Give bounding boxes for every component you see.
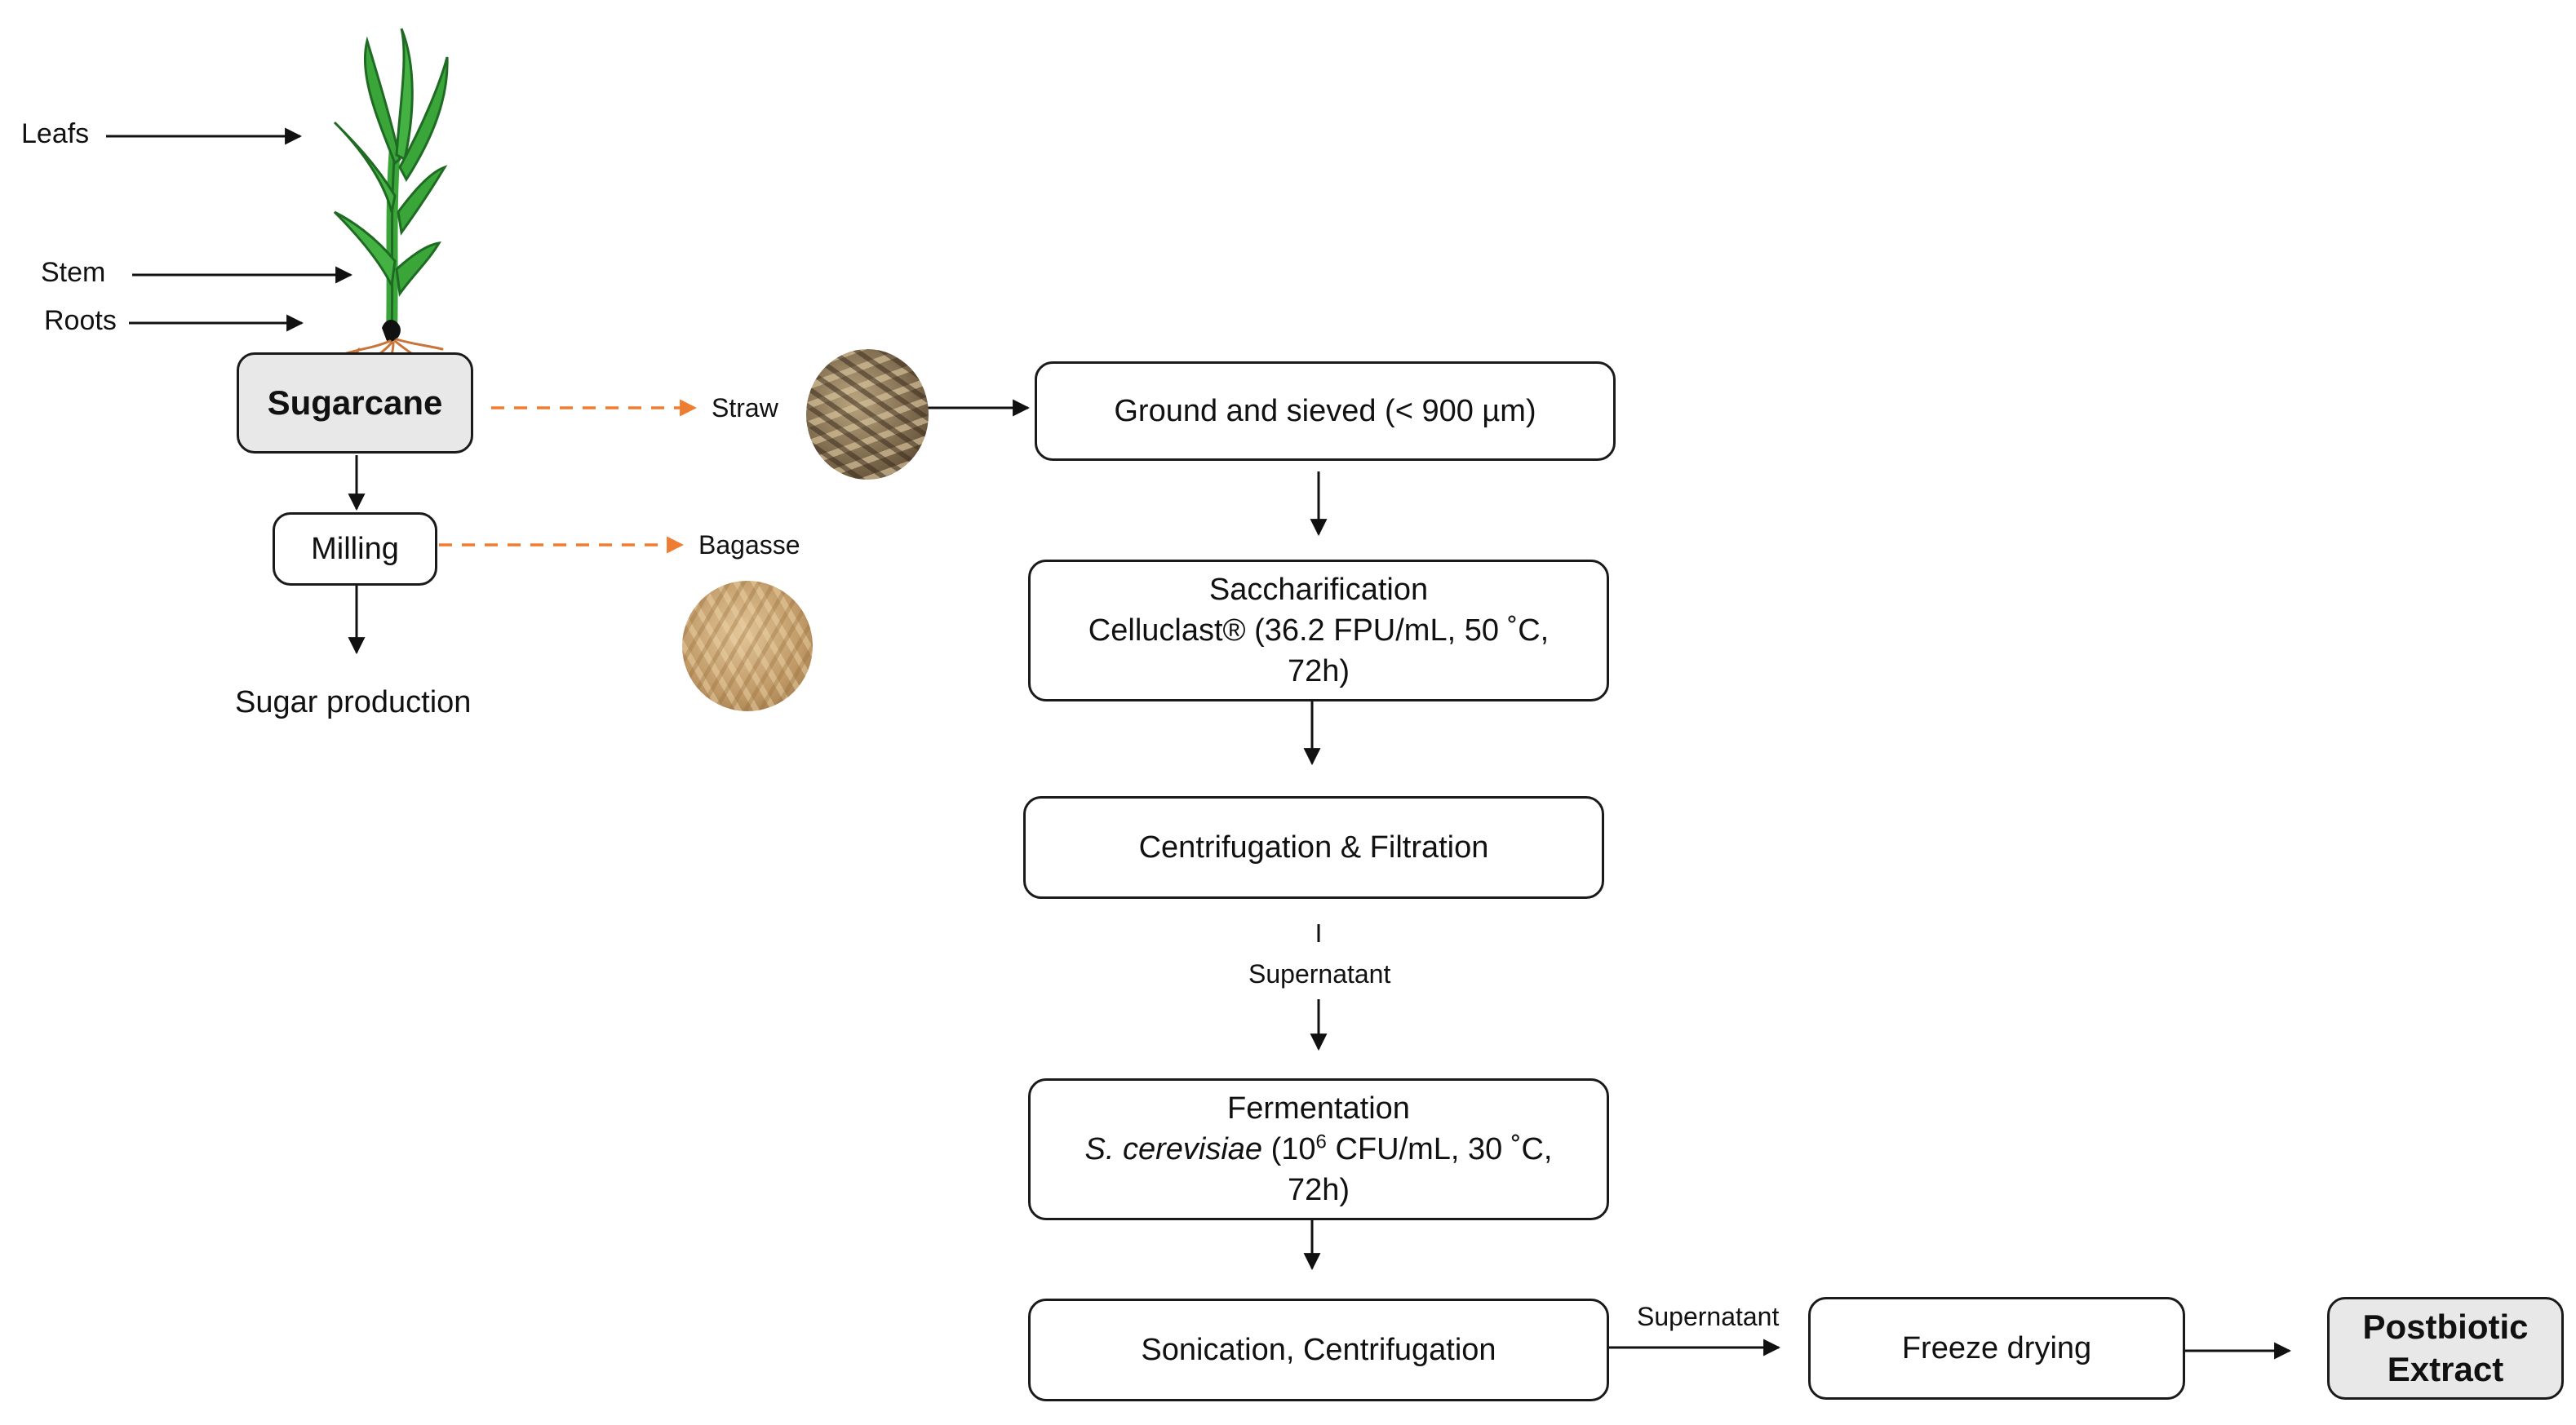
centrifugation-filtration-box: Centrifugation & Filtration: [1023, 796, 1604, 899]
fermentation-time: 72h): [1287, 1173, 1350, 1207]
fermentation-conditions: S. cerevisiae (106 CFU/mL, 30 ˚C,: [1085, 1129, 1553, 1170]
supernatant-label-2: Supernatant: [1637, 1302, 1780, 1331]
sugarcane-label: Sugarcane: [267, 383, 443, 422]
roots-label: Roots: [44, 305, 117, 336]
fermentation-exponent: 6: [1315, 1131, 1327, 1153]
milling-label: Milling: [311, 532, 399, 566]
milling-box: Milling: [273, 512, 437, 586]
postbiotic-line1: Postbiotic: [2362, 1308, 2529, 1346]
fermentation-pre-sup: (10: [1262, 1132, 1316, 1166]
centrifugation-filtration-label: Centrifugation & Filtration: [1138, 830, 1489, 865]
saccharification-conditions: Celluclast® (36.2 FPU/mL, 50 ˚C,: [1088, 613, 1550, 648]
bagasse-image: [682, 581, 813, 711]
leafs-label: Leafs: [21, 118, 90, 149]
sonication-centrifugation-box: Sonication, Centrifugation: [1028, 1299, 1609, 1401]
fermentation-box: Fermentation S. cerevisiae (106 CFU/mL, …: [1028, 1078, 1609, 1220]
freeze-drying-box: Freeze drying: [1808, 1297, 2185, 1400]
saccharification-title: Saccharification: [1208, 573, 1429, 607]
fermentation-post-sup: CFU/mL, 30 ˚C,: [1326, 1132, 1553, 1166]
supernatant-label-1: Supernatant: [1248, 959, 1391, 989]
sugarcane-box: Sugarcane: [237, 352, 473, 454]
saccharification-box: Saccharification Celluclast® (36.2 FPU/m…: [1028, 560, 1609, 701]
sugarcane-plant-icon: [333, 28, 449, 367]
saccharification-time: 72h): [1287, 654, 1350, 688]
straw-label: Straw: [712, 393, 778, 423]
ground-sieved-label: Ground and sieved (< 900 µm): [1114, 394, 1536, 428]
postbiotic-line2: Extract: [2387, 1350, 2504, 1388]
ground-sieved-box: Ground and sieved (< 900 µm): [1035, 361, 1616, 461]
freeze-drying-label: Freeze drying: [1901, 1331, 2092, 1365]
bagasse-label: Bagasse: [698, 530, 800, 560]
stem-label: Stem: [41, 257, 106, 288]
straw-image: [806, 349, 929, 480]
sugar-production-label: Sugar production: [235, 685, 472, 719]
fermentation-organism: S. cerevisiae: [1084, 1132, 1263, 1166]
postbiotic-extract-box: Postbiotic Extract: [2327, 1297, 2564, 1400]
sonication-centrifugation-label: Sonication, Centrifugation: [1141, 1333, 1496, 1367]
fermentation-title: Fermentation: [1227, 1091, 1410, 1126]
